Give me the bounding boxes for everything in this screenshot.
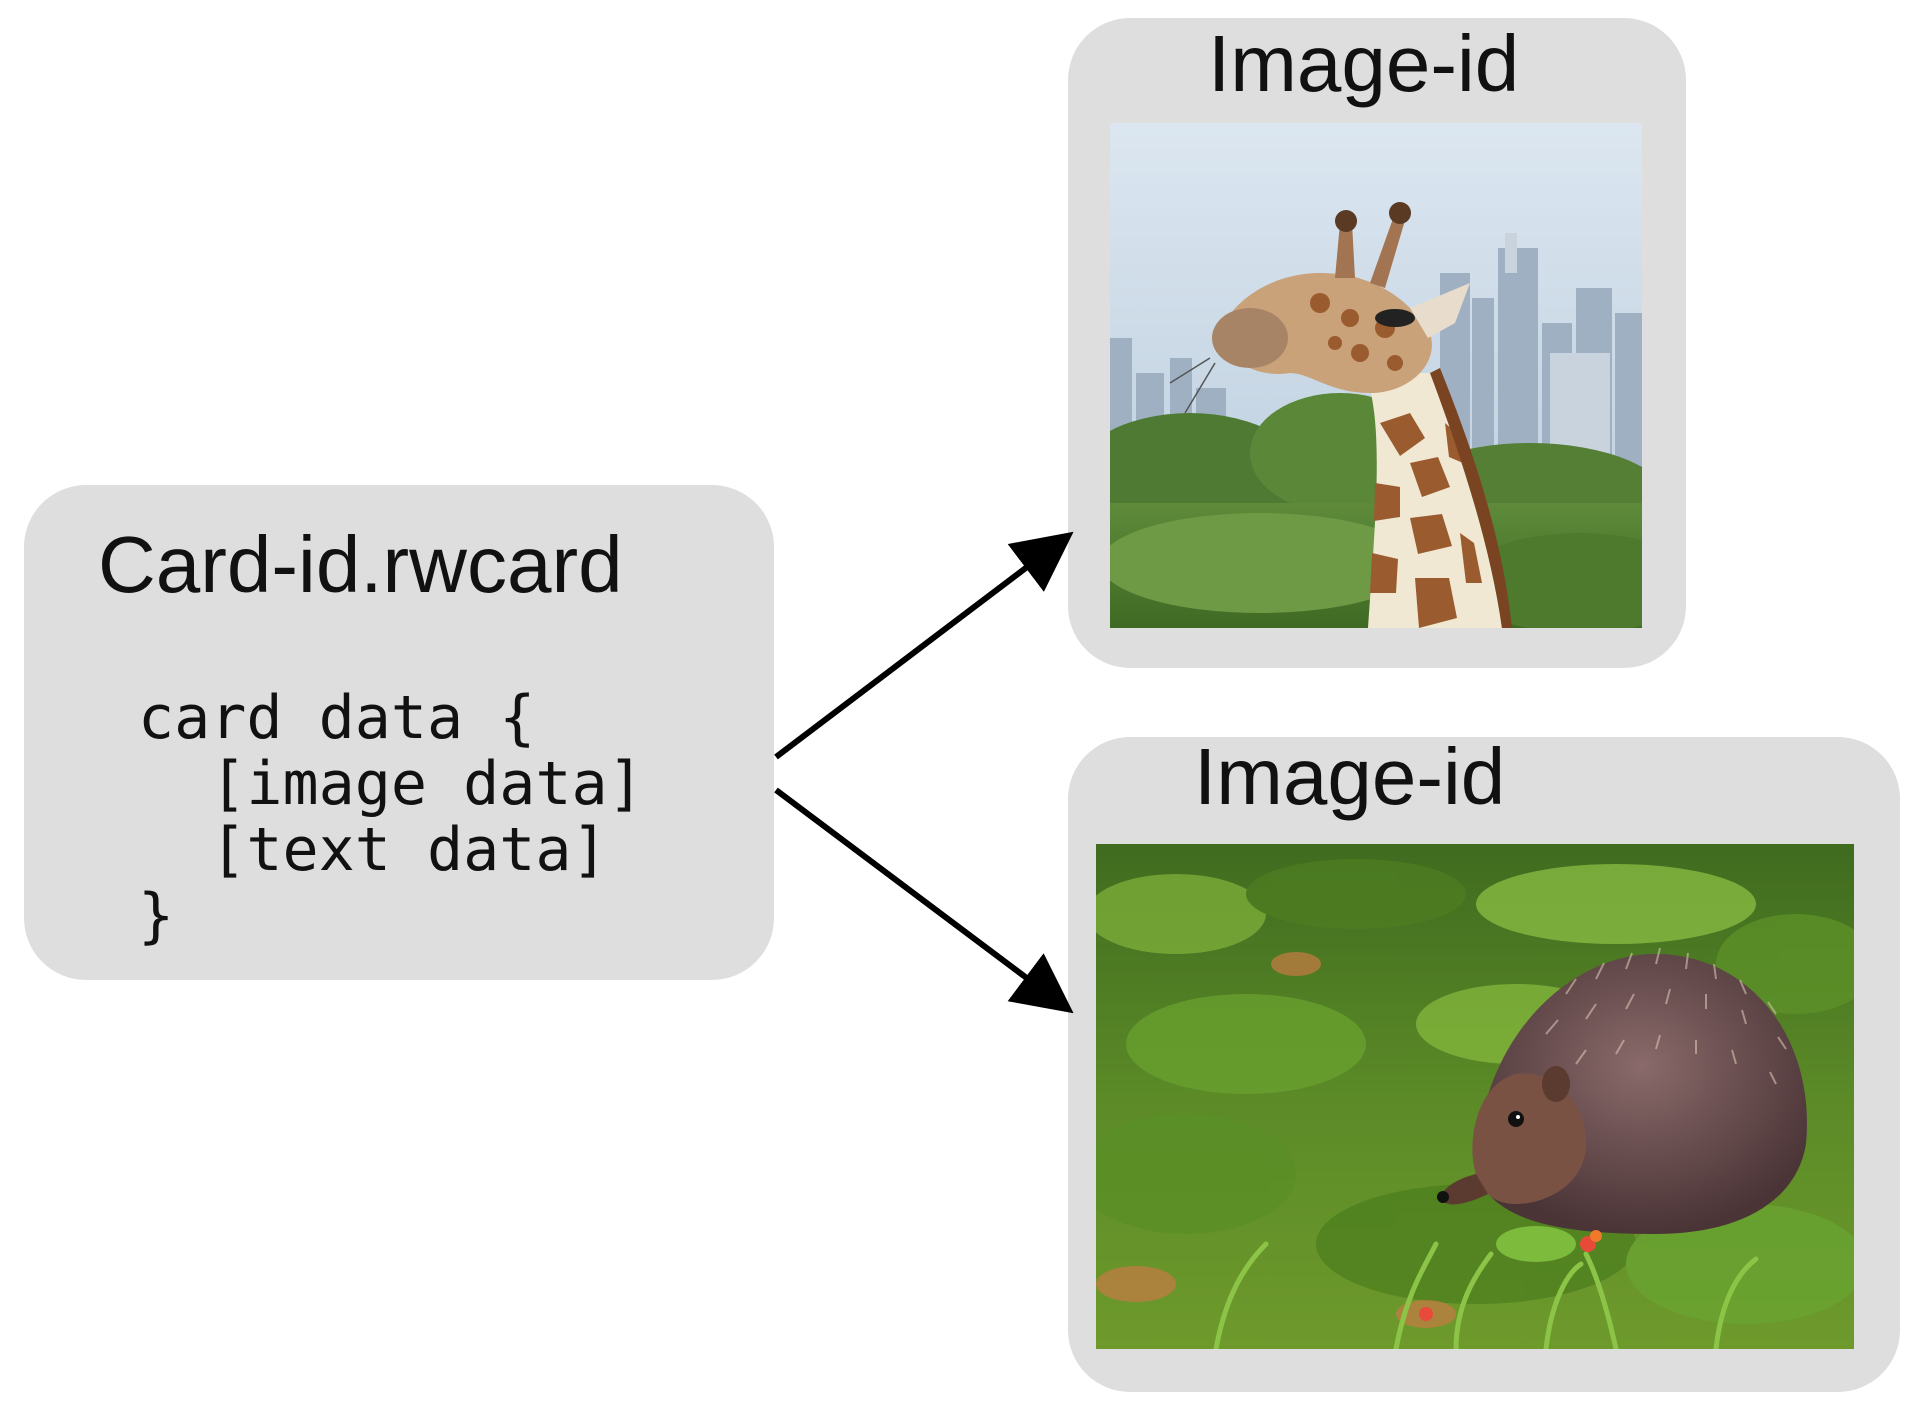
card-box: Card-id.rwcard card data { [image data] … — [24, 485, 774, 980]
image-box-hedgehog: Image-id — [1068, 737, 1900, 1392]
hedgehog-photo — [1096, 844, 1854, 1349]
image-box-giraffe: Image-id — [1068, 18, 1686, 668]
arrow-to-image-2 — [774, 787, 1074, 1014]
arrow-to-image-1 — [774, 531, 1074, 760]
card-title: Card-id.rwcard — [98, 520, 623, 609]
code-line: [text data] — [138, 815, 608, 885]
code-line: [image data] — [138, 749, 644, 819]
image-title: Image-id — [1208, 19, 1520, 108]
giraffe-photo — [1110, 123, 1642, 628]
code-line: card data { — [138, 683, 536, 753]
card-code-block: card data { [image data] [text data] } — [138, 685, 644, 949]
code-line: } — [138, 881, 175, 951]
image-title: Image-id — [1194, 732, 1506, 821]
